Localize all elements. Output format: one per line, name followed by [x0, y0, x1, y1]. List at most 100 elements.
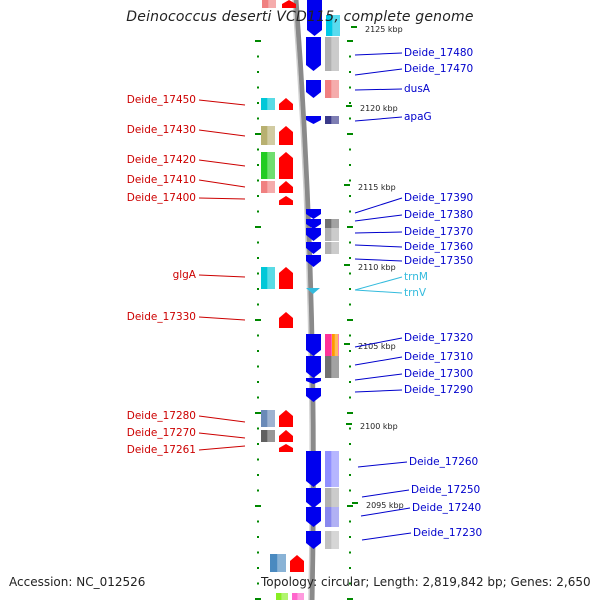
genome-title: Deinococcus deserti VCD115, complete gen…	[126, 9, 474, 25]
leader-line	[357, 461, 408, 468]
gene-feature-box-shade	[277, 554, 286, 572]
left-gene-label: Deide_17270	[127, 427, 196, 439]
left-gene-label: Deide_17410	[127, 174, 196, 186]
blue-gene-arrow	[306, 356, 321, 378]
left-gene-label: Deide_17330	[127, 311, 196, 323]
blue-gene-arrow	[306, 488, 321, 508]
scale-dot	[349, 257, 351, 259]
blue-gene-arrow	[306, 242, 321, 254]
gene-feature-box	[276, 593, 288, 600]
leader-line	[354, 289, 403, 294]
gene-feature-box-shade	[267, 98, 275, 110]
gene-feature-box-shade	[297, 593, 304, 600]
scale-dot	[347, 226, 353, 228]
left-gene-label: Deide_17261	[127, 444, 196, 456]
scale-dot	[257, 334, 259, 337]
gene-feature-box	[270, 554, 286, 572]
scale-dot	[349, 148, 351, 151]
scale-dot	[349, 195, 351, 197]
gene-feature-box-shade	[331, 242, 339, 254]
gene-feature-box	[325, 228, 339, 241]
gene-feature-box	[262, 0, 276, 8]
red-gene-arrow	[279, 98, 293, 110]
leader-line	[198, 274, 246, 278]
left-gene-label: Deide_17420	[127, 154, 196, 166]
genome-summary-text: Topology: circular; Length: 2,819,842 bp…	[261, 575, 591, 589]
gene-feature-box-shade	[281, 593, 288, 600]
leader-line	[354, 197, 403, 214]
gene-feature-box	[325, 507, 339, 527]
blue-gene-arrow	[306, 37, 321, 71]
red-gene-arrow	[279, 444, 293, 452]
leader-line	[354, 116, 403, 122]
red-gene-arrow	[279, 152, 293, 179]
right-gene-label: apaG	[404, 111, 432, 123]
gene-feature-box-shade	[331, 488, 339, 508]
blue-gene-arrow	[306, 80, 321, 98]
scale-label: 2100 kbp	[360, 422, 398, 431]
scale-dot	[257, 520, 259, 523]
right-gene-label: Deide_17390	[404, 192, 473, 204]
gene-feature-box-shade	[267, 181, 275, 193]
right-gene-label: Deide_17260	[409, 456, 478, 468]
scale-dot	[257, 288, 259, 290]
leader-line	[198, 159, 246, 167]
leader-line	[198, 129, 246, 137]
scale-label: 2105 kbp	[358, 342, 396, 351]
gene-feature-box	[261, 430, 275, 442]
right-gene-label: Deide_17310	[404, 351, 473, 363]
gene-feature-box-shade	[331, 219, 339, 229]
scale-tick	[352, 502, 358, 504]
blue-gene-arrow	[306, 334, 321, 356]
blue-gene-arrow	[306, 507, 321, 527]
gene-feature-box	[325, 531, 339, 549]
scale-dot	[257, 350, 259, 352]
gene-feature-box	[261, 410, 275, 427]
scale-tick	[344, 184, 350, 186]
scale-dot	[349, 365, 351, 368]
scale-dot	[347, 319, 353, 321]
right-gene-label: Deide_17380	[404, 209, 473, 221]
scale-dot	[257, 241, 259, 244]
scale-dot	[255, 133, 261, 135]
scale-dot	[349, 350, 351, 352]
blue-gene-arrow	[306, 116, 321, 124]
scale-dot	[257, 381, 259, 383]
right-gene-label: Deide_17480	[404, 47, 473, 59]
scale-dot	[257, 257, 259, 259]
scale-dot	[257, 551, 259, 554]
scale-dot	[255, 40, 261, 42]
leader-line	[198, 445, 246, 451]
gene-feature-box	[325, 219, 339, 229]
scale-dot	[349, 458, 351, 461]
scale-dot	[349, 288, 351, 290]
scale-dot	[347, 40, 353, 42]
scale-dot	[257, 427, 259, 430]
gene-feature-box-shade	[268, 0, 276, 8]
gene-feature-box-shade	[331, 80, 339, 98]
red-gene-arrow	[282, 0, 296, 8]
scale-dot	[347, 133, 353, 135]
scale-label: 2095 kbp	[366, 501, 404, 510]
scale-dot	[257, 582, 259, 585]
leader-line	[354, 356, 403, 366]
scale-dot	[349, 303, 351, 306]
scale-dot	[257, 86, 259, 89]
scale-dot	[349, 381, 351, 383]
scale-dot	[257, 272, 259, 275]
gene-feature-box-shade	[331, 116, 339, 124]
gene-feature-box-shade	[331, 531, 339, 549]
gene-feature-box	[332, 334, 338, 356]
leader-line	[198, 197, 246, 200]
scale-tick	[346, 423, 352, 425]
gene-feature-box	[292, 593, 304, 600]
leader-line	[354, 337, 403, 348]
scale-label: 2115 kbp	[358, 183, 396, 192]
gene-feature-box	[325, 116, 339, 124]
scale-tick	[351, 26, 357, 28]
blue-gene-arrow	[306, 209, 321, 219]
scale-dot	[349, 102, 351, 104]
right-gene-label: Deide_17320	[404, 332, 473, 344]
gene-feature-box	[325, 356, 339, 378]
